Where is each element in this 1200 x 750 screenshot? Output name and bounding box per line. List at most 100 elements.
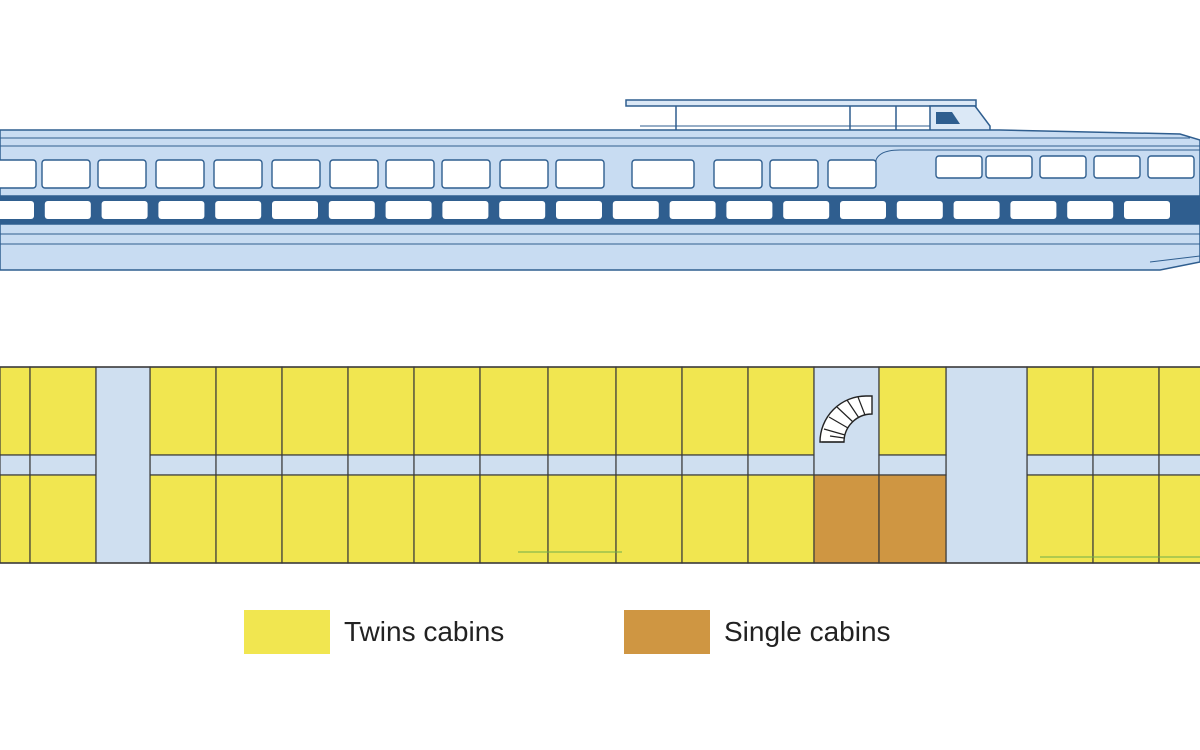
- ship-window: [329, 159, 379, 189]
- twin-cabin: [878, 366, 947, 456]
- porthole-window: [1067, 201, 1114, 219]
- twin-cabin: [681, 366, 749, 456]
- porthole-window: [726, 201, 773, 219]
- porthole-window: [953, 201, 1000, 219]
- twin-cabin: [149, 366, 217, 456]
- corridor: [215, 454, 283, 476]
- single-cabin: [813, 474, 880, 564]
- corridor: [1092, 454, 1160, 476]
- ship-window: [935, 155, 983, 179]
- ship-window: [1147, 155, 1195, 179]
- porthole-window: [556, 201, 602, 219]
- single-cabin: [878, 474, 947, 564]
- twin-cabin: [479, 474, 549, 564]
- twin-cabin: [281, 366, 349, 456]
- corridor: [479, 454, 549, 476]
- legend-label-twin: Twins cabins: [344, 616, 505, 647]
- twin-cabin: [681, 474, 749, 564]
- twin-cabin: [615, 366, 683, 456]
- ship-window: [41, 159, 91, 189]
- porthole-window: [612, 201, 659, 219]
- porthole-window: [1010, 201, 1057, 219]
- twin-cabin: [1158, 366, 1200, 456]
- porthole-window: [499, 201, 546, 219]
- legend-twin-cabins: Twins cabins: [244, 610, 504, 654]
- twin-cabin: [29, 366, 97, 456]
- corridor: [1026, 454, 1094, 476]
- twin-cabin: [1092, 366, 1160, 456]
- corridor: [347, 454, 415, 476]
- porthole-window: [215, 201, 262, 219]
- ship-window: [441, 159, 491, 189]
- deck-plan: [0, 366, 1200, 564]
- twin-cabin: [747, 474, 815, 564]
- twin-cabin: [0, 366, 31, 456]
- porthole-window: [896, 201, 943, 219]
- ship-window: [827, 159, 877, 189]
- twin-cabin: [29, 474, 97, 564]
- legend-single-cabins: Single cabins: [624, 610, 891, 654]
- porthole-window: [272, 201, 318, 219]
- twin-cabin: [281, 474, 349, 564]
- corridor: [281, 454, 349, 476]
- twin-cabin: [149, 474, 217, 564]
- main-deck-windows: [0, 201, 1170, 219]
- porthole-window: [385, 201, 432, 219]
- stair-lobby: [95, 366, 151, 564]
- twin-cabin: [547, 474, 617, 564]
- porthole-window: [44, 201, 91, 219]
- ship-window: [385, 159, 435, 189]
- ship-window: [769, 159, 819, 189]
- twin-cabin: [479, 366, 549, 456]
- twin-cabin: [215, 474, 283, 564]
- hull: [0, 223, 1200, 271]
- twin-cabin: [1092, 474, 1160, 564]
- corridor: [413, 454, 481, 476]
- twin-cabin: [1026, 474, 1094, 564]
- porthole-window: [1124, 201, 1170, 219]
- ship-window: [1039, 155, 1087, 179]
- twin-cabin: [747, 366, 815, 456]
- twin-cabin: [1158, 474, 1200, 564]
- ship-window: [499, 159, 549, 189]
- porthole-window: [783, 201, 830, 219]
- stair-lobby: [945, 366, 1028, 564]
- legend-label-single: Single cabins: [724, 616, 891, 647]
- ship-window: [713, 159, 763, 189]
- porthole-window: [158, 201, 205, 219]
- corridor: [747, 454, 815, 476]
- upper-deck-windows: [0, 155, 1195, 189]
- corridor: [1158, 454, 1200, 476]
- ship-window: [555, 159, 605, 189]
- ship-side-profile: [0, 99, 1200, 271]
- corridor: [547, 454, 617, 476]
- ship-window: [213, 159, 263, 189]
- porthole-window: [669, 201, 716, 219]
- twin-cabin: [615, 474, 683, 564]
- twin-cabin: [547, 366, 617, 456]
- twin-cabin: [1026, 366, 1094, 456]
- corridor: [615, 454, 683, 476]
- porthole-window: [101, 201, 148, 219]
- twin-cabin: [0, 474, 31, 564]
- porthole-window: [0, 201, 34, 219]
- ship-window: [985, 155, 1033, 179]
- corridor: [0, 454, 31, 476]
- legend-swatch-single: [624, 610, 710, 654]
- twin-cabin: [413, 474, 481, 564]
- porthole-window: [442, 201, 489, 219]
- staircase-icon: [819, 395, 873, 443]
- corridor: [878, 454, 947, 476]
- twin-cabin: [413, 366, 481, 456]
- ship-window: [155, 159, 205, 189]
- ship-window: [1093, 155, 1141, 179]
- ship-window: [0, 159, 37, 189]
- corridor: [29, 454, 97, 476]
- ship-window: [97, 159, 147, 189]
- corridor: [681, 454, 749, 476]
- deck-plan-cells: [0, 366, 1200, 564]
- porthole-window: [328, 201, 375, 219]
- ship-window: [631, 159, 695, 189]
- legend-swatch-twin: [244, 610, 330, 654]
- twin-cabin: [347, 474, 415, 564]
